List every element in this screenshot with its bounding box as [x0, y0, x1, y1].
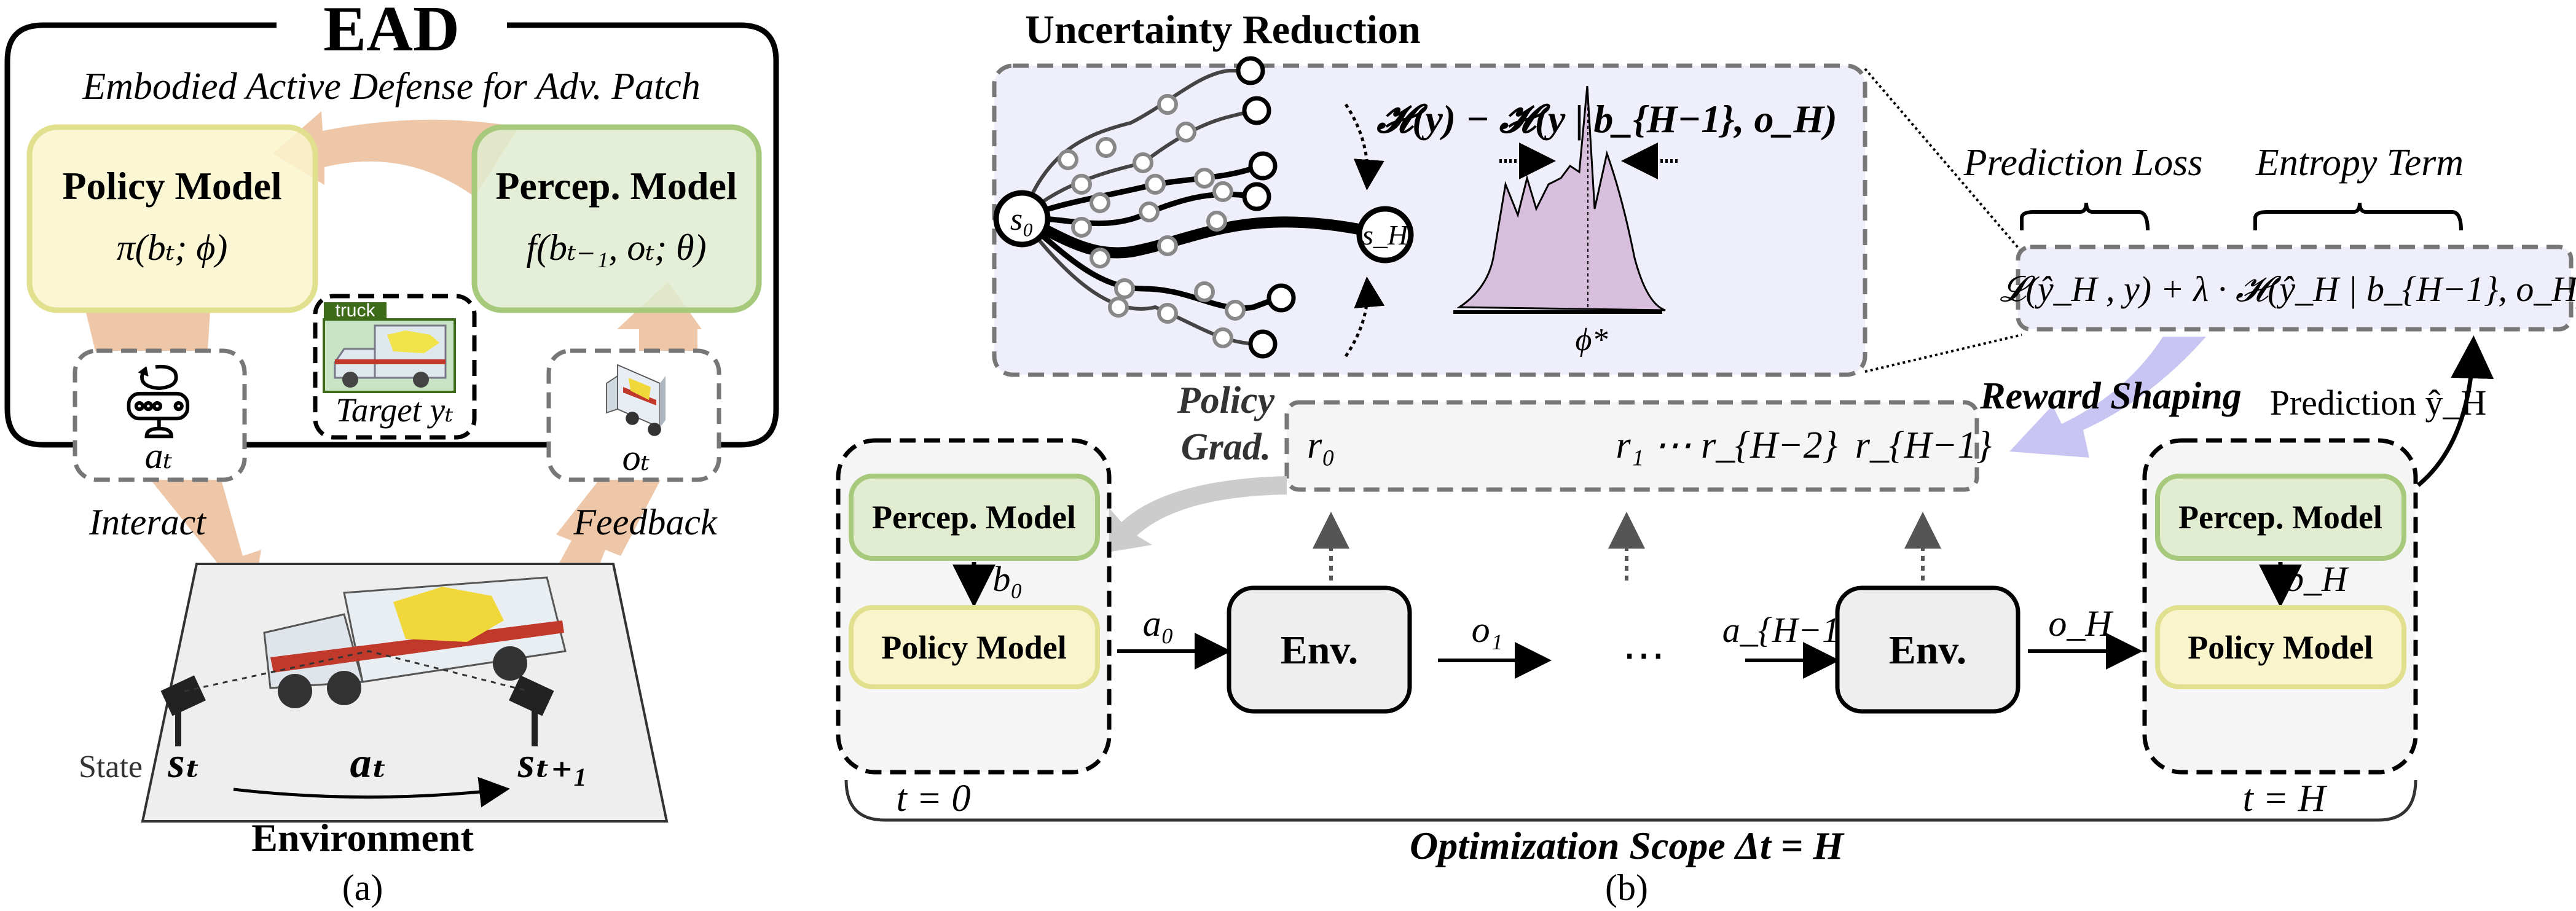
environment-label: Environment	[251, 816, 474, 859]
camera-sightline	[184, 650, 529, 692]
agent-start-policy-label: Policy Model	[881, 629, 1066, 666]
ambulance-thumbnail	[334, 324, 447, 388]
ead-frame	[4, 22, 779, 448]
ambulance-scene-image	[263, 576, 567, 708]
reward-shaping-arrow	[2009, 337, 2206, 458]
camera-rotate-icon	[127, 364, 190, 439]
policy-model-box	[26, 124, 318, 313]
ead-title: EAD	[323, 0, 460, 65]
objective-formula: 𝓛(ŷ_H , y) + λ · 𝓗(ŷ_H | b_{H−1}, o_H)	[2000, 269, 2576, 309]
prediction-loss-label: Prediction Loss	[1963, 142, 2203, 184]
action-label: aₜ	[145, 436, 173, 476]
feedback-label: Feedback	[573, 502, 718, 542]
trajectory-nodes	[1058, 94, 1246, 348]
end-node-label: s_H	[1362, 219, 1410, 251]
trajectory-end-nodes	[1236, 56, 1296, 359]
agent-start-belief-label: b₀	[992, 559, 1023, 599]
env-label-1: Env.	[1281, 628, 1359, 673]
policy-grad-label-2: Grad.	[1181, 426, 1271, 468]
ambulance-observation-image	[606, 364, 666, 436]
agent-start-percep-box	[849, 474, 1100, 561]
agent-start-time: t = 0	[896, 778, 970, 819]
start-node	[993, 190, 1051, 248]
agent-end-percep-box	[2155, 474, 2406, 561]
environment-scene: State sₜ aₜ sₜ₊₁ Environment (a)	[79, 563, 669, 908]
state-t1: sₜ₊₁	[517, 740, 589, 787]
camera-right-icon	[509, 675, 554, 746]
o1-label: o₁	[1472, 609, 1503, 650]
camera-left-icon	[160, 675, 206, 746]
a0-label: a₀	[1143, 603, 1174, 644]
panel-a: EAD Embodied Active Defense for Adv. Pat…	[4, 0, 779, 614]
ead-subtitle: Embodied Active Defense for Adv. Patch	[82, 66, 700, 108]
distribution-curve	[1456, 85, 1666, 311]
entropy-term-brace	[2253, 202, 2463, 231]
end-node	[1356, 206, 1414, 264]
aH1-label: a_{H−1}	[1722, 610, 1854, 650]
prediction-arrow	[2416, 335, 2494, 487]
obs-to-percep-arrow	[617, 282, 702, 351]
action-box	[73, 348, 247, 482]
zoom-line-top	[1864, 68, 2023, 253]
action-env-label: aₜ	[350, 740, 388, 787]
state-transition-arrow	[233, 776, 510, 808]
policy-grad-label-1: Policy	[1177, 380, 1275, 421]
caption-b: (b)	[1605, 867, 1648, 908]
policy-grad-arrow	[1097, 476, 1287, 554]
zoom-line-bottom	[1864, 334, 2022, 373]
reward-middle: r₁ ⋯ r_{H−2}	[1616, 424, 1837, 466]
phi-star-label: ϕ*	[1576, 323, 1608, 358]
agent-end-belief-label: b_H	[2286, 559, 2349, 599]
interact-label: Interact	[88, 502, 206, 542]
curved-dotted-arrow-bottom	[1344, 276, 1385, 358]
state-prefix: State	[79, 749, 143, 784]
agent-start-percep-label: Percep. Model	[872, 499, 1076, 536]
prediction-label: Prediction ŷ_H	[2270, 383, 2487, 423]
agent-end-percep-label: Percep. Model	[2178, 499, 2382, 536]
policy-to-action-arrow	[85, 310, 210, 351]
oH-label: o_H	[2048, 603, 2114, 644]
agent-start-policy-box	[849, 605, 1100, 689]
truck-badge-label: truck	[335, 300, 375, 321]
policy-model-label: Policy Model	[62, 164, 281, 208]
reward-r0: r₀	[1307, 424, 1335, 466]
observation-label: oₜ	[622, 437, 650, 478]
agent-end-time: t = H	[2243, 778, 2328, 819]
env-label-2: Env.	[1889, 628, 1967, 673]
rewards-box	[1284, 400, 1979, 492]
curved-dotted-arrow-top	[1344, 103, 1384, 190]
agent-end-policy-label: Policy Model	[2188, 629, 2373, 666]
percep-model-box	[471, 124, 762, 313]
caption-a: (a)	[342, 867, 383, 908]
env-box-2	[1835, 585, 2020, 714]
prediction-loss-brace	[2020, 202, 2150, 231]
percep-model-label: Percep. Model	[495, 164, 737, 208]
env-box-1	[1227, 585, 1412, 714]
start-node-label: s₀	[1010, 202, 1034, 237]
optimization-scope-label: Optimization Scope Δt = H	[1410, 824, 1845, 867]
agent-end-policy-box	[2155, 605, 2406, 689]
target-label: Target yₜ	[336, 391, 454, 429]
panel-b: Uncertainty Reduction s₀ s_H	[836, 7, 2576, 908]
chain-ellipsis: ⋯	[1622, 632, 1665, 679]
reward-last: r_{H−1}	[1855, 424, 1992, 466]
optimization-scope-bracket	[844, 780, 2417, 822]
entropy-formula: 𝓗(y) − 𝓗(y | b_{H−1}, o_H)	[1376, 97, 1837, 141]
percep-to-policy-arrow	[273, 111, 519, 197]
percep-model-formula: f(bₜ₋₁, oₜ; θ)	[526, 227, 706, 268]
policy-model-formula: π(bₜ; ϕ)	[117, 227, 228, 268]
truck-badge	[324, 302, 387, 319]
reward-shaping-label: Reward Shaping	[1979, 375, 2242, 417]
state-t: sₜ	[167, 740, 200, 787]
uncertainty-title: Uncertainty Reduction	[1025, 7, 1420, 52]
objective-box	[2016, 244, 2574, 332]
entropy-term-label: Entropy Term	[2255, 142, 2464, 184]
